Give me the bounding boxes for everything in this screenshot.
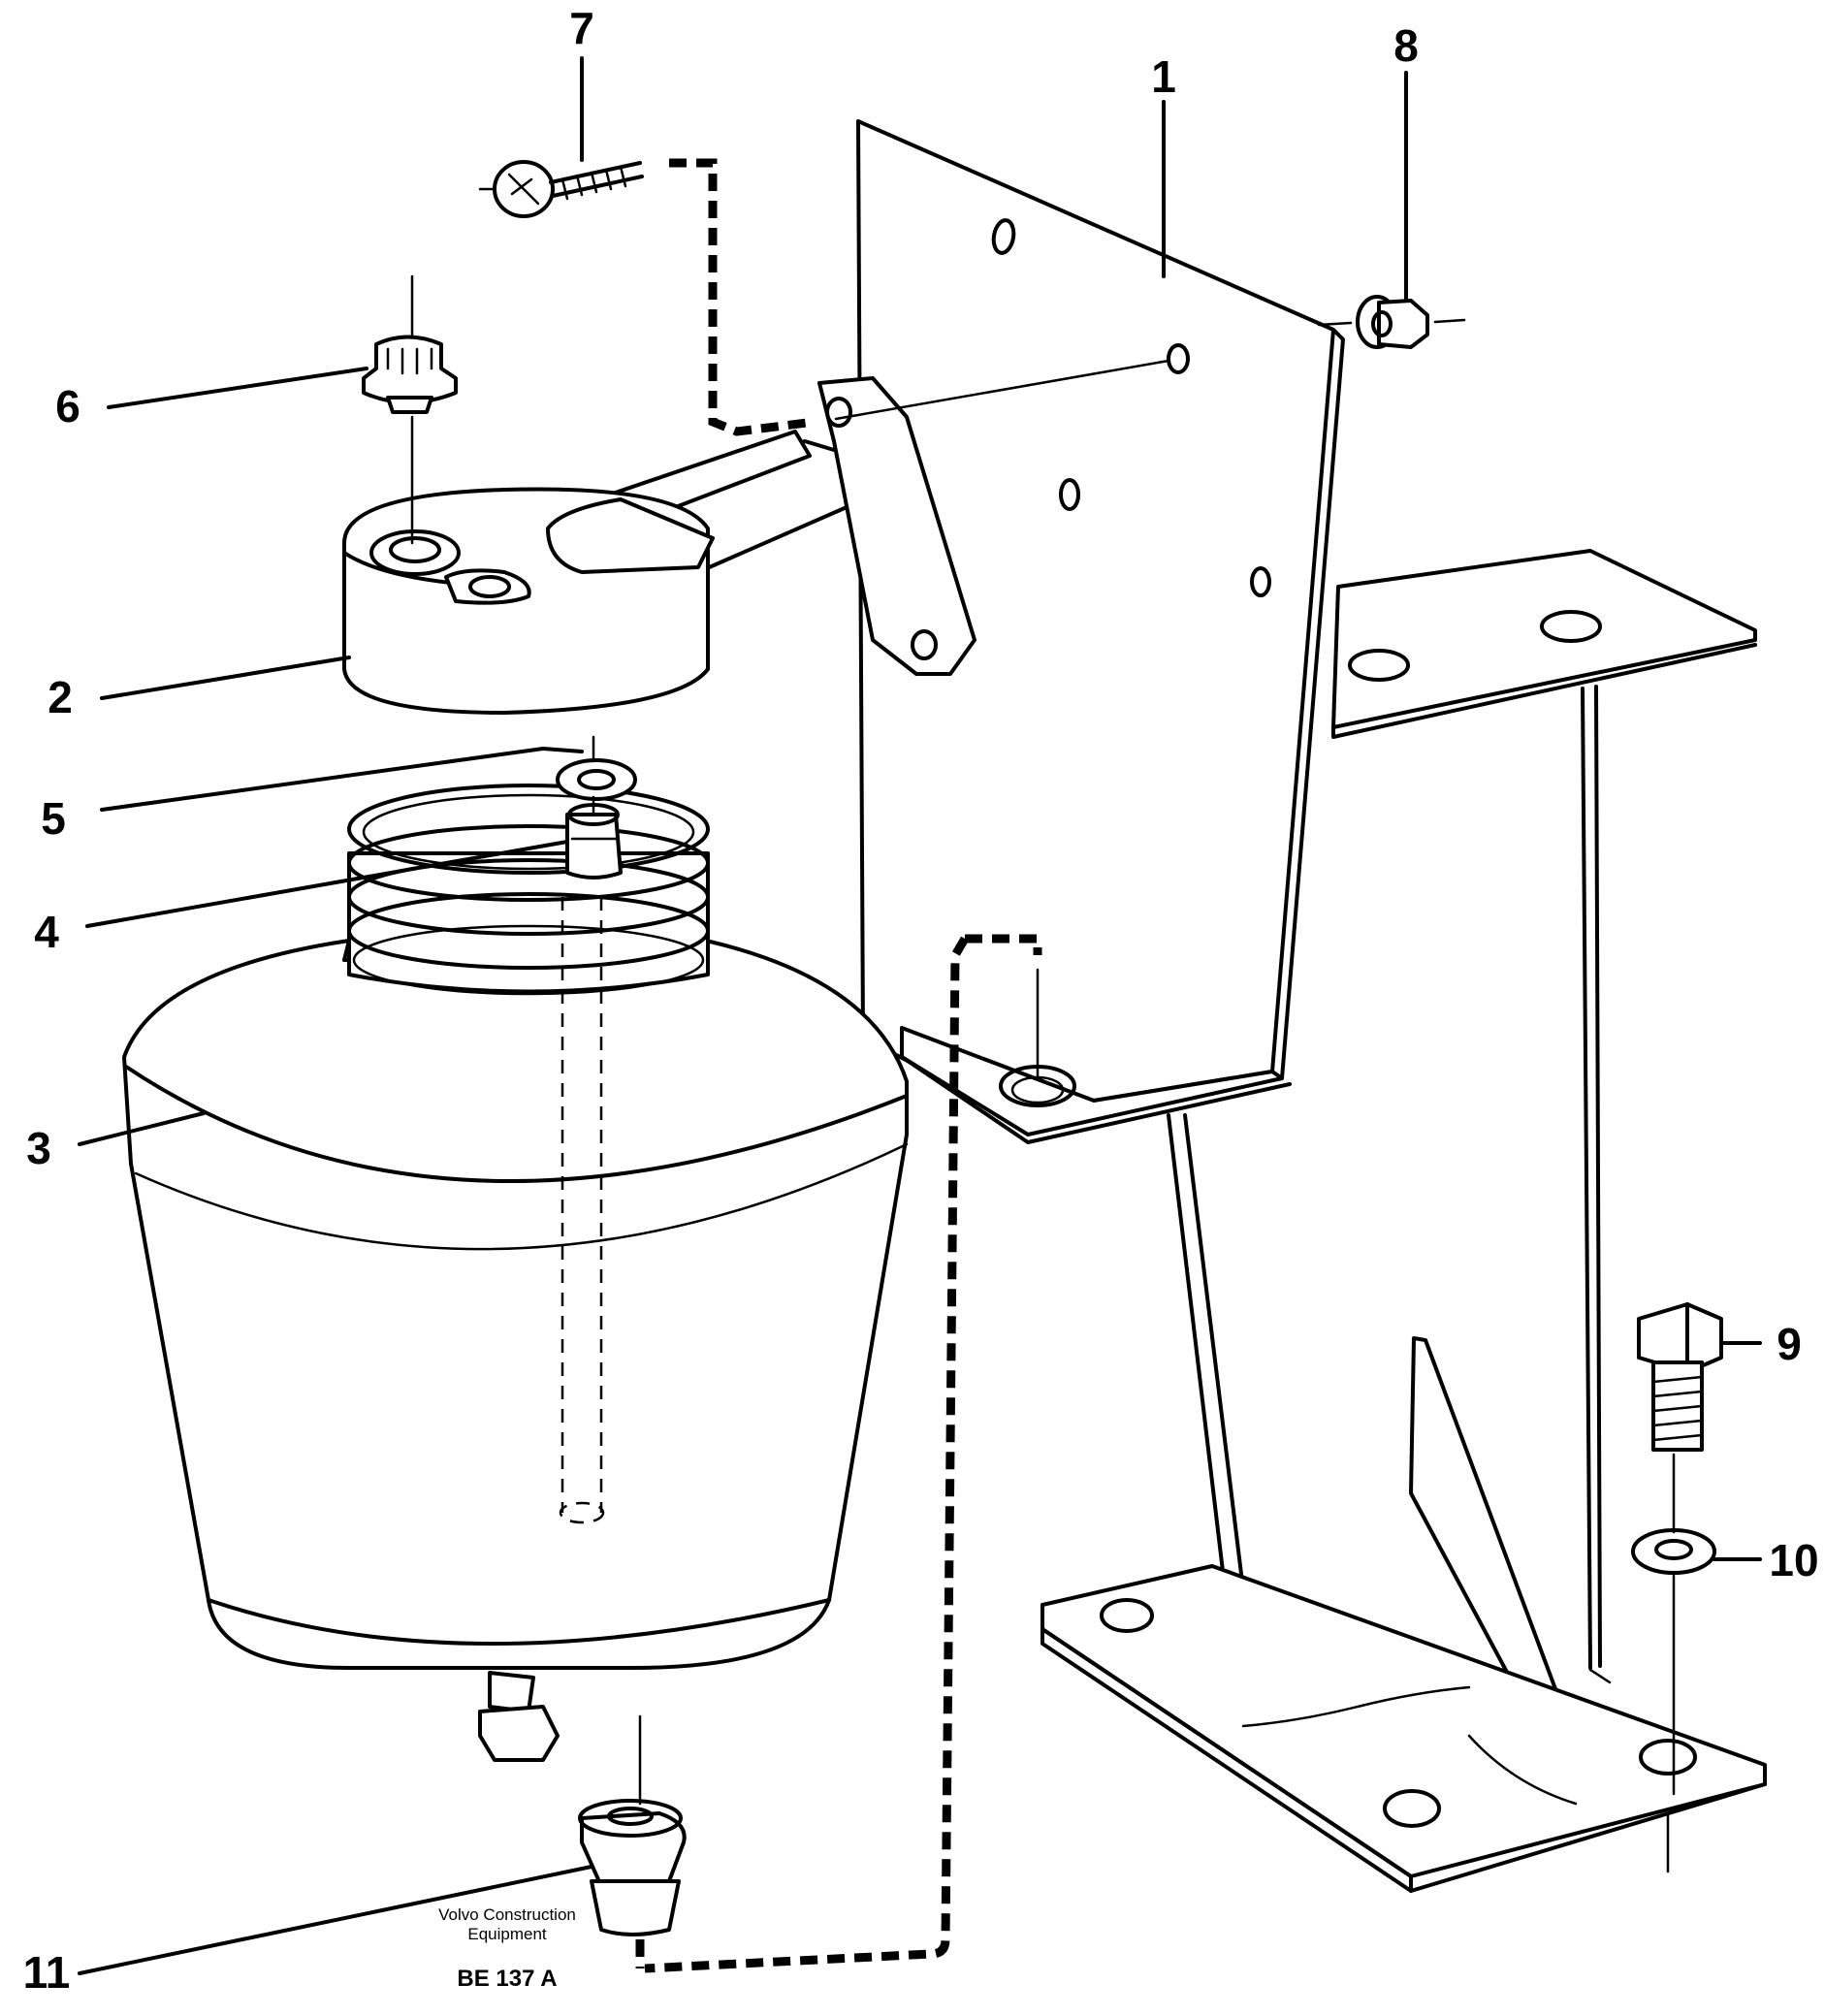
nut-part-8 bbox=[1356, 295, 1466, 349]
manufacturer-line-1: Volvo Construction bbox=[438, 1905, 576, 1924]
leader-lines bbox=[78, 56, 1762, 1975]
callout-11: 11 bbox=[23, 1947, 71, 1998]
valve-part-4 bbox=[565, 803, 623, 880]
manufacturer-line-2: Equipment bbox=[467, 1925, 547, 1943]
callout-3: 3 bbox=[26, 1123, 51, 1173]
mounting-stand bbox=[1041, 549, 1767, 1893]
callout-5: 5 bbox=[41, 793, 66, 844]
grommet-part-11 bbox=[578, 1799, 687, 1936]
cap-housing-part-2 bbox=[342, 376, 977, 715]
callout-8: 8 bbox=[1393, 20, 1419, 71]
callout-2: 2 bbox=[48, 672, 73, 722]
bracket-part-1 bbox=[856, 119, 1345, 1144]
callout-labels: 7 8 1 6 2 5 4 3 9 10 11 bbox=[23, 3, 1819, 1998]
reservoir-part-3 bbox=[122, 784, 909, 1762]
assembly-lines bbox=[410, 274, 1676, 1806]
callout-10: 10 bbox=[1769, 1535, 1818, 1585]
washer-part-10 bbox=[1631, 1528, 1716, 1575]
bolt-part-9 bbox=[1637, 1302, 1723, 1452]
dashed-relation-lines bbox=[635, 158, 1042, 1973]
callout-9: 9 bbox=[1777, 1319, 1802, 1369]
filler-plug-part-6 bbox=[362, 335, 458, 414]
callout-1: 1 bbox=[1151, 51, 1176, 102]
screw-part-7 bbox=[478, 160, 644, 218]
callout-4: 4 bbox=[34, 907, 59, 957]
callout-6: 6 bbox=[55, 381, 80, 432]
callout-7: 7 bbox=[569, 3, 594, 53]
figure-code: BE 137 A bbox=[457, 1966, 557, 1992]
seal-washer-part-5 bbox=[556, 758, 637, 801]
figure-footer: Volvo Construction Equipment BE 137 A bbox=[438, 1905, 576, 1992]
